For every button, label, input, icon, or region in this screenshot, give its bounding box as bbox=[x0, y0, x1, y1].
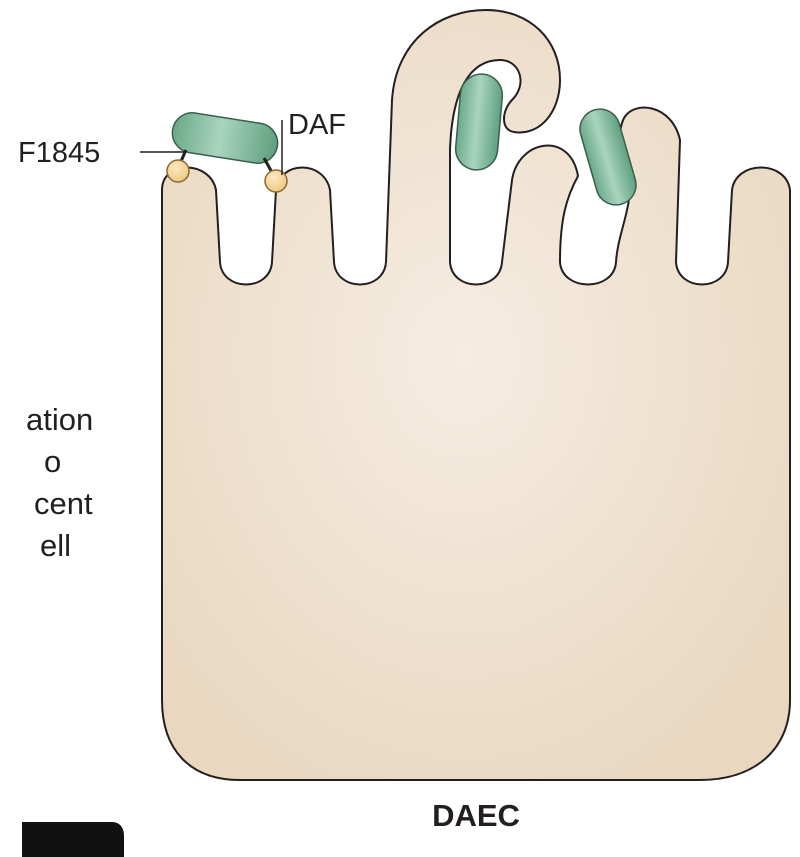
cell-name-label: DAEC bbox=[432, 798, 520, 833]
bacterium-attached bbox=[170, 110, 281, 166]
daf-receptor-left bbox=[167, 160, 189, 182]
side-text-line-3: cent bbox=[34, 486, 93, 521]
bacterium-internalised-1 bbox=[454, 72, 504, 171]
side-text-line-2: o bbox=[44, 444, 61, 479]
black-box bbox=[22, 822, 124, 857]
daf-label: DAF bbox=[288, 109, 346, 141]
side-text-line-1: ation bbox=[26, 402, 93, 437]
side-text-line-4: ell bbox=[40, 528, 71, 563]
f1845-label: F1845 bbox=[18, 137, 100, 169]
daf-receptor-right bbox=[265, 170, 287, 192]
